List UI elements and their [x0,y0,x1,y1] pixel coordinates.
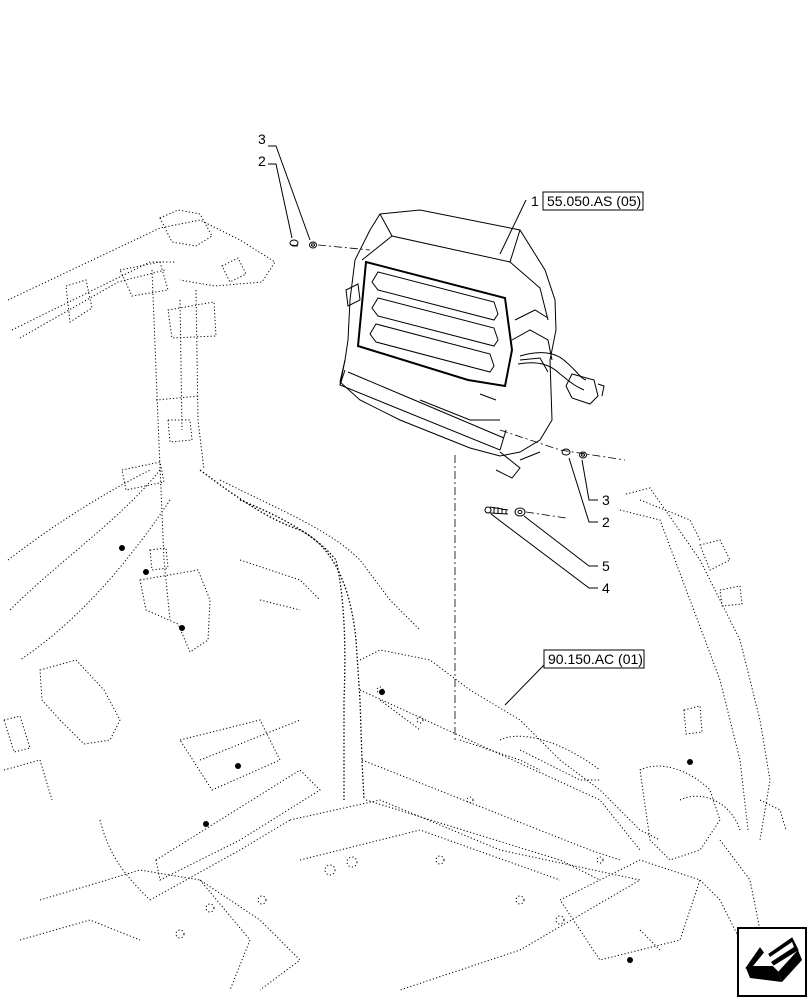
leader-lines [268,145,598,706]
washer-3-top [309,241,317,249]
callout-label: 2 [602,514,610,530]
callout-label: 2 [258,153,266,169]
assembly-lines [317,244,626,740]
callout-label: 4 [602,580,610,596]
bolt-5 [484,506,509,515]
reference-55050as[interactable]: 55.050.AS (05) [542,191,644,211]
callout-label: 3 [258,131,266,147]
washer-4 [514,507,526,517]
callout-label: 1 [531,193,539,209]
hvac-unit [339,209,605,479]
callout-label: 5 [602,558,610,574]
fasteners [289,239,587,517]
reference-label[interactable]: 55.050.AS (05) [547,193,641,209]
reference-label[interactable]: 90.150.AC (01) [548,651,643,667]
callouts: 3 2 1 3 2 5 4 [258,131,610,596]
cab-frame [3,209,787,991]
reference-90150ac[interactable]: 90.150.AC (01) [543,649,645,669]
bolt-2-top [289,239,299,247]
navigation-arrow-icon[interactable] [737,927,807,997]
callout-label: 3 [602,492,610,508]
bolt-2-right [561,448,571,456]
